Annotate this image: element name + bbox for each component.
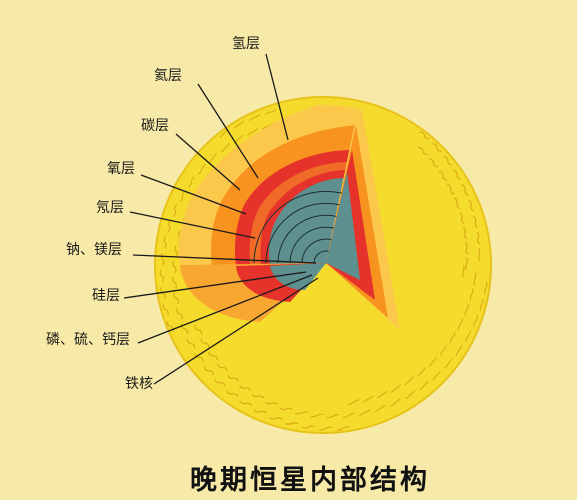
- leader-line: [123, 271, 307, 299]
- label-neon-layer: 氖层: [96, 200, 124, 216]
- leader-line: [140, 174, 247, 215]
- label-oxygen-layer: 氧层: [107, 161, 135, 177]
- leader-line: [129, 211, 256, 239]
- label-hydrogen-layer: 氢层: [232, 36, 260, 52]
- leader-lines: [123, 53, 319, 385]
- label-iron-core: 铁核: [125, 376, 153, 392]
- label-carbon-layer: 碳层: [141, 118, 169, 134]
- label-sodium-magnesium-layer: 钠、镁层: [66, 242, 122, 258]
- leader-line: [137, 274, 313, 344]
- label-phosphorus-sulfur-calcium-layer: 磷、硫、钙层: [46, 332, 130, 348]
- leader-line: [265, 53, 289, 141]
- label-silicon-layer: 硅层: [92, 288, 120, 304]
- leader-line: [175, 133, 241, 191]
- shell-core: [268, 178, 345, 266]
- cutaway-interior: [178, 105, 400, 330]
- leader-line: [153, 277, 319, 385]
- diagram-title: 晚期恒星内部结构: [190, 465, 430, 496]
- label-helium-layer: 氦层: [154, 68, 182, 84]
- leader-line: [132, 254, 317, 264]
- leader-line: [197, 83, 259, 179]
